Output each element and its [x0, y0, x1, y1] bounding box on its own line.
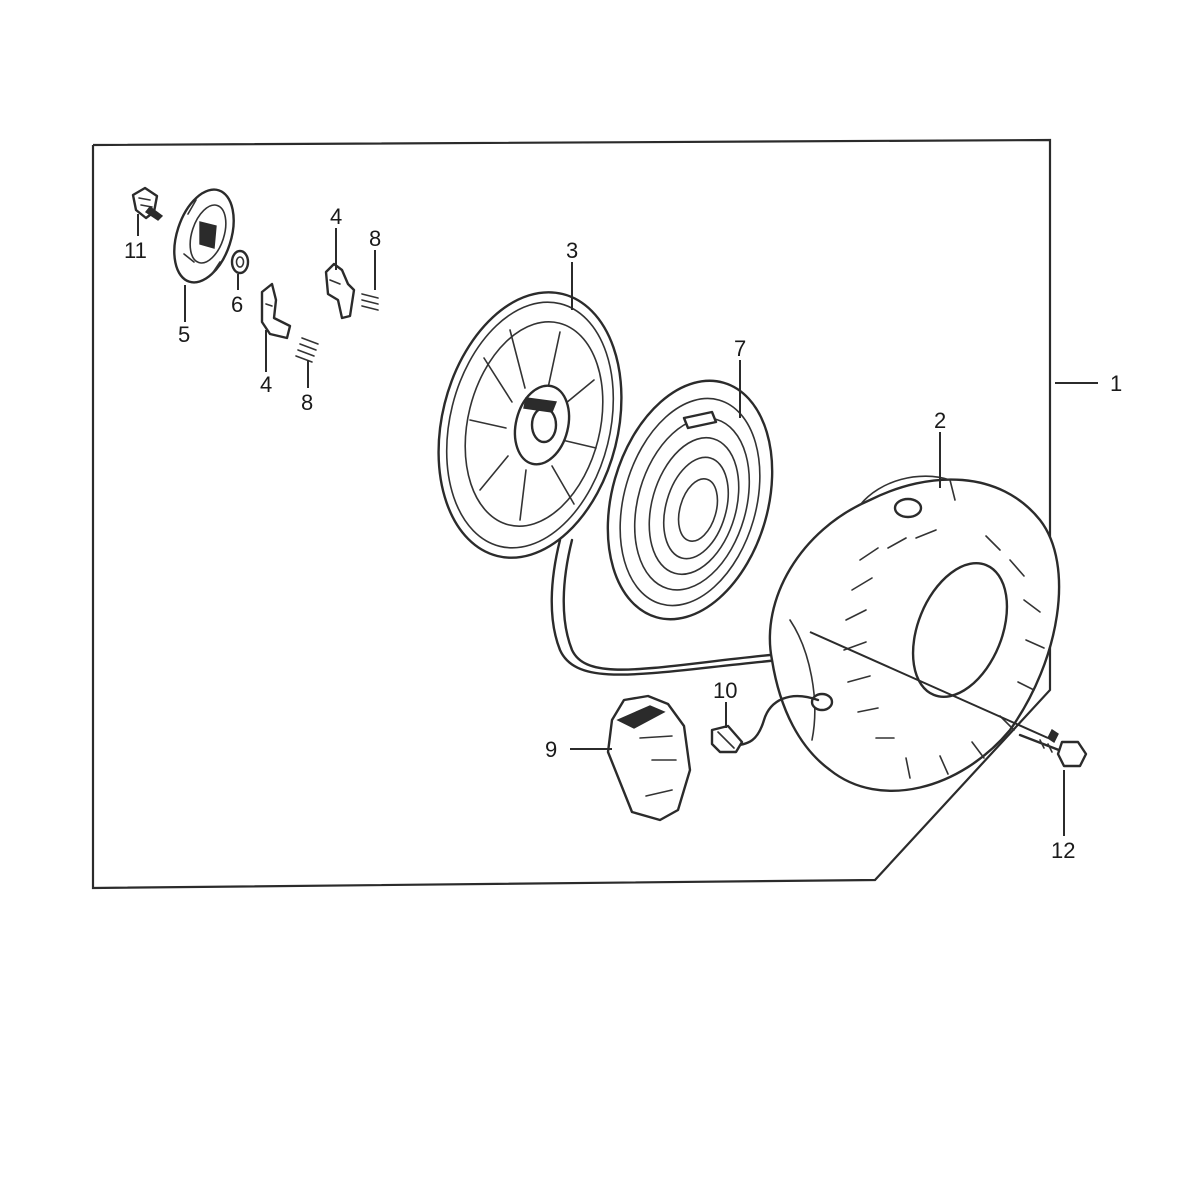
part-12-bolt: [1018, 728, 1088, 768]
callout-1: 1: [1110, 371, 1122, 396]
callout-7: 7: [734, 336, 746, 361]
assembly-frame: [91, 138, 1052, 890]
part-8-spring-lower: [295, 337, 319, 363]
grip-rope: [728, 694, 820, 748]
part-6-washer: [230, 249, 250, 275]
callout-3: 3: [566, 238, 578, 263]
leader-lines: [137, 214, 1098, 836]
part-4-pawl-upper: [324, 262, 356, 320]
part-2-starter-case: [768, 475, 1061, 792]
starter-rope: [550, 538, 782, 676]
callout-6: 6: [231, 292, 243, 317]
part-7-recoil-spring: [606, 379, 774, 621]
part-4-pawl-lower: [260, 282, 292, 340]
callout-2: 2: [934, 408, 946, 433]
callout-8-lower: 8: [301, 390, 313, 415]
part-8-spring-upper: [361, 293, 379, 311]
callout-labels: 1 2 3 4 4 5 6 7 8 8 9 10 11 12: [124, 204, 1122, 863]
part-10-rope-clip: [710, 724, 744, 754]
callout-11: 11: [124, 238, 147, 263]
callout-10: 10: [713, 678, 737, 703]
part-3-recoil-reel: [437, 291, 623, 559]
part-5-drive-plate: [173, 188, 235, 284]
case-vents: [843, 529, 1045, 779]
part-11-screw: [131, 186, 164, 221]
part-9-starter-grip: [606, 694, 692, 822]
callout-4-upper: 4: [330, 204, 342, 229]
callout-9: 9: [545, 737, 557, 762]
callout-8-upper: 8: [369, 226, 381, 251]
callout-12: 12: [1051, 838, 1075, 863]
callout-4-lower: 4: [260, 372, 272, 397]
callout-5: 5: [178, 322, 190, 347]
